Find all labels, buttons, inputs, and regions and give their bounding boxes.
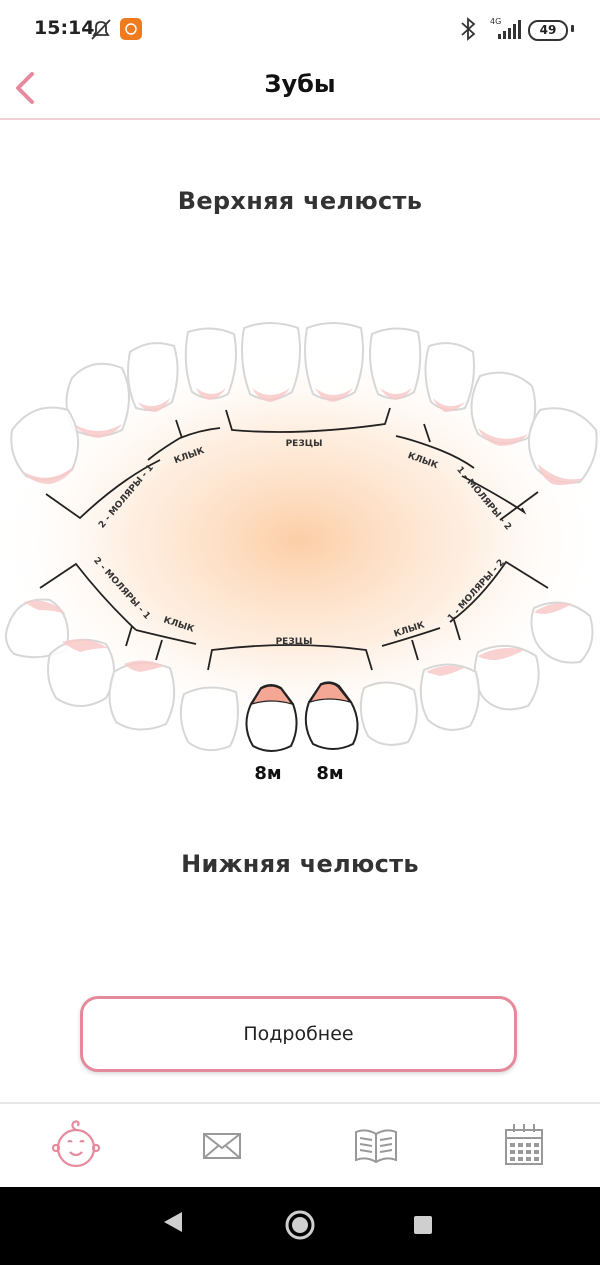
lower-jaw-title: Нижняя челюсть xyxy=(181,850,419,878)
chevron-left-icon xyxy=(16,72,34,104)
book-icon xyxy=(355,1129,397,1164)
teeth-diagram: РЕЗЦЫ КЛЫК КЛЫК 2 - МОЛЯРЫ - 1 1 - МОЛЯР… xyxy=(0,322,600,784)
upper-tooth-r-incisor-1 xyxy=(304,322,364,402)
tooth-age-right: 8м xyxy=(316,763,343,784)
lower-jaw-teeth xyxy=(5,598,594,752)
tab-messages[interactable] xyxy=(192,1118,252,1174)
upper-tooth-r-incisor-2 xyxy=(369,327,422,400)
battery-icon: 49 xyxy=(528,20,568,41)
nav-home-button[interactable] xyxy=(284,1209,316,1245)
status-right-icons: 4G xyxy=(461,17,521,41)
page-title: Зубы xyxy=(264,70,336,98)
upper-tooth-r-molar-2 xyxy=(527,407,598,486)
battery-tip xyxy=(571,25,574,32)
status-bar: 15:14 4G 49 xyxy=(0,0,600,58)
home-circle-icon xyxy=(285,1210,315,1240)
upper-jaw-title: Верхняя челюсть xyxy=(177,187,423,215)
lower-tooth-r-molar-1 xyxy=(473,645,540,711)
upper-tooth-r-molar-1 xyxy=(470,371,537,446)
upper-jaw-teeth xyxy=(10,322,598,486)
mouth-glow xyxy=(0,340,600,740)
erupted-tooth-left[interactable] xyxy=(245,684,298,752)
calendar-icon xyxy=(505,1124,543,1165)
tab-bar xyxy=(0,1102,600,1189)
network-type: 4G xyxy=(490,17,501,26)
tab-library[interactable] xyxy=(346,1118,406,1174)
baby-face-icon xyxy=(51,1120,101,1168)
tooth-age-left: 8м xyxy=(254,763,281,784)
lower-tooth-l-canine xyxy=(108,660,176,731)
nav-recents-button[interactable] xyxy=(412,1214,434,1240)
upper-tooth-r-canine xyxy=(424,342,475,412)
recents-square-icon xyxy=(414,1216,432,1234)
erupted-tooth-right[interactable] xyxy=(304,681,359,750)
lower-tooth-r-canine xyxy=(419,663,480,731)
upper-tooth-l-incisor-1 xyxy=(241,322,301,402)
bluetooth-icon xyxy=(461,17,476,41)
upper-tooth-l-incisor-2 xyxy=(184,327,237,400)
back-button[interactable] xyxy=(8,64,48,108)
system-nav-bar xyxy=(0,1187,600,1265)
envelope-icon xyxy=(203,1133,241,1159)
upper-tooth-l-canine xyxy=(127,342,179,412)
lower-tooth-r-molar-2 xyxy=(530,601,594,664)
tab-calendar[interactable] xyxy=(494,1118,554,1174)
status-time: 15:14 xyxy=(34,17,95,39)
status-left-icons xyxy=(90,17,146,47)
lower-tooth-r-incisor-2 xyxy=(359,681,418,746)
tab-baby[interactable] xyxy=(46,1118,106,1174)
signal-icon xyxy=(498,20,521,39)
back-triangle-icon xyxy=(164,1212,182,1232)
upper-brackets xyxy=(45,407,539,521)
upper-label-incisors: РЕЗЦЫ xyxy=(286,439,323,449)
bell-off-icon xyxy=(91,19,111,40)
lower-brackets xyxy=(39,560,549,671)
nav-back-button[interactable] xyxy=(160,1209,186,1239)
details-button[interactable]: Подробнее xyxy=(80,996,517,1072)
upper-tooth-l-molar-2 xyxy=(10,406,80,484)
app-header: Зубы xyxy=(0,58,600,120)
lower-label-incisors: РЕЗЦЫ xyxy=(276,637,313,647)
lower-tooth-l-molar-1 xyxy=(47,638,115,707)
app-notification-icon xyxy=(120,18,142,40)
lower-tooth-l-incisor-2 xyxy=(179,686,239,752)
